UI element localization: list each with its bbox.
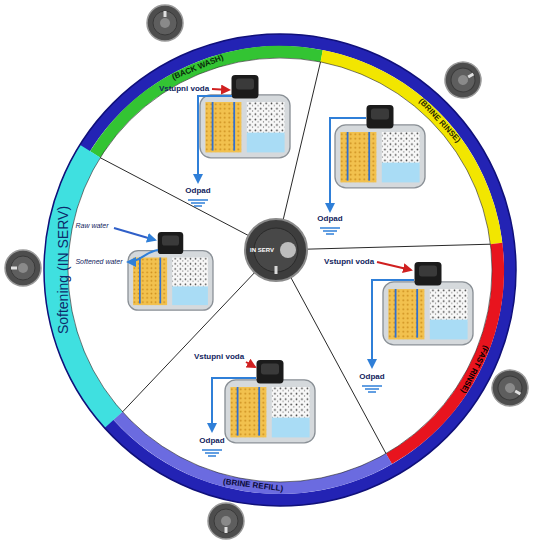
knob-icons [5,5,535,539]
center-knob [245,219,307,281]
inlet-arrow [212,89,229,90]
drain-label: Odpad [317,215,342,224]
inlet-label: Vstupni voda [194,353,244,362]
band-label: (BACK WASH) [171,54,225,83]
knob-label: IN SERV [250,247,274,254]
drain-label: Odpad [359,373,384,382]
drain-pipe [198,96,232,182]
inlet-label: Vstupni voda [324,258,374,267]
band-label: (FAST RINSE) [458,344,490,395]
sector-dividers [100,62,490,454]
softener-tank [128,232,213,310]
divider-line [276,244,490,250]
inlet-arrow [246,362,255,367]
knob-icon [208,503,244,539]
outer-band [50,40,510,500]
inlet-arrow [377,262,411,270]
ring-border [44,34,516,506]
drain-pipe [212,378,256,431]
drain-pipe [372,280,414,367]
knob-icon [147,5,183,41]
softened-water-arrow [128,250,158,262]
inlet-label: Vstupni voda [159,85,209,94]
brine-rinse-band [24,14,535,525]
raw-water-arrow [114,228,155,240]
knob-icon [438,55,487,104]
softener-tanks [128,75,473,443]
knob-icon [485,363,534,412]
drain-label: Odpad [185,187,210,196]
knob-icon [5,250,41,286]
fast-rinse-band [37,27,523,513]
band-label: (BRINE RINSE) [417,97,462,145]
ring-inner-border [68,58,492,482]
cycle-title: Softening (IN SERV) [56,206,71,334]
softened-water-label: Softened water [75,258,122,266]
drain-pipe [330,118,366,211]
drain-label: Odpad [199,437,224,446]
drain-symbols [188,200,382,456]
raw-water-label: Raw water [75,222,108,230]
softener-tank [383,262,473,345]
flow-pipes [114,89,414,431]
band-label: (BRINE REFILL) [223,478,284,494]
softener-tank [200,75,290,158]
softener-tank [225,360,315,443]
